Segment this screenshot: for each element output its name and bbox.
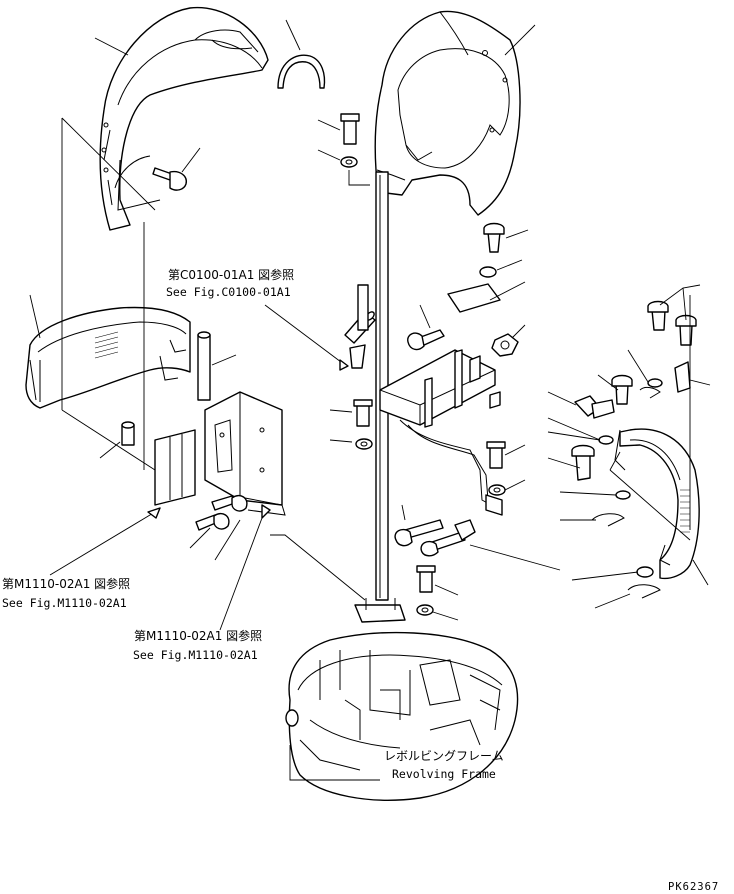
bolt-washer-bottom [416,565,436,616]
bolts-lower-left [195,494,248,531]
ref-m1110-center-jp: 第M1110-02A1 図参照 [134,628,262,643]
bolt-washer-right [486,441,506,496]
bolt-washer-top-center [340,113,360,168]
ref-callout-m1110-center: 第M1110-02A1 図参照 See Fig.M1110-02A1 [133,628,262,662]
frame-label-jp: レボルビングフレーム [384,749,504,763]
left-side-cover [25,306,191,409]
lower-left-bracket [154,391,286,516]
ref-m1110-center-en: See Fig.M1110-02A1 [133,648,258,662]
ref-c0100-en: See Fig.C0100-01A1 [166,285,291,299]
revolving-frame [285,631,519,801]
stay-base-plate [354,598,406,623]
right-vent-grille [680,489,690,533]
screw-washer-plate [447,222,505,313]
nut [491,333,519,357]
pin-sleeve [344,284,376,369]
bolt-upper-left [152,167,187,191]
drawing-code: PK62367 [668,881,719,893]
bracket-bolt [407,329,445,351]
sleeve-tube [197,331,211,401]
vertical-stay [375,171,389,601]
ref-m1110-left-en: See Fig.M1110-02A1 [2,596,127,610]
center-bracket [379,349,503,516]
ref-c0100-jp: 第C0100-01A1 図参照 [168,267,294,282]
revolving-frame-label: レボルビングフレーム Revolving Frame [384,749,504,781]
upper-right-cover [374,10,521,216]
ref-callout-m1110-left: 第M1110-02A1 図参照 See Fig.M1110-02A1 [2,576,130,610]
right-hardware [571,300,697,599]
upper-left-cover [99,6,269,231]
rubber-stopper [121,421,135,446]
ref-callout-c0100: 第C0100-01A1 図参照 See Fig.C0100-01A1 [166,267,294,299]
bolts-lower-center [394,519,476,557]
bolt-washer-center [353,399,373,450]
ref-m1110-left-jp: 第M1110-02A1 図参照 [2,576,130,591]
right-side-cover [614,428,700,580]
frame-label-en: Revolving Frame [392,767,496,781]
vent-grille [94,331,119,359]
wire-clip-arch [277,54,326,89]
